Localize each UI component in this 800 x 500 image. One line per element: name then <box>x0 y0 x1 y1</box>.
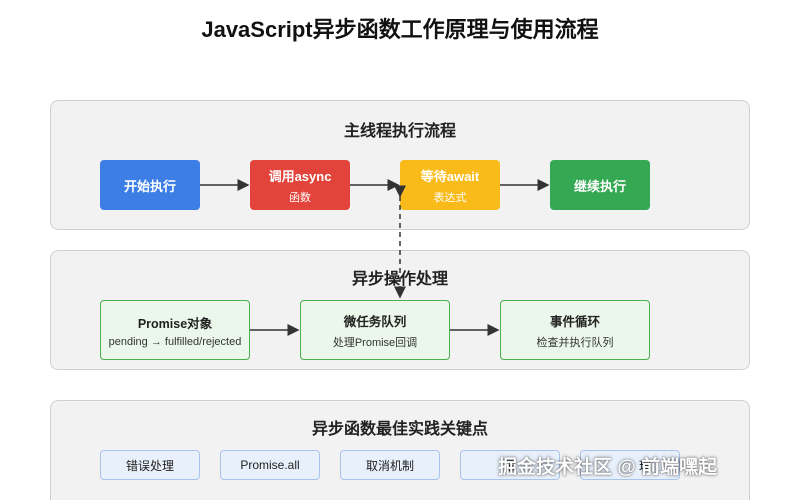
promise-object-sub: pending → fulfilled/rejected <box>108 335 242 348</box>
best-practices-title: 异步函数最佳实践关键点 <box>311 421 488 438</box>
step-start-label: 开始执行 <box>123 178 176 194</box>
watermark: 掘金技术社区 @ 前端嘿起 <box>498 457 718 478</box>
promise-object-box: Promise对象 pending → fulfilled/rejected <box>100 300 250 360</box>
step-call-async-sub: 函数 <box>289 191 311 204</box>
promise-object-label: Promise对象 <box>137 316 213 331</box>
step-continue: 继续执行 <box>550 160 650 210</box>
event-loop-box: 事件循环 检查并执行队列 <box>500 300 650 360</box>
practice-promise-all: Promise.all <box>220 450 320 480</box>
step-await-sub: 表达式 <box>433 191 467 204</box>
practice-cancel: 取消机制 <box>340 450 440 480</box>
microtask-queue-label: 微任务队列 <box>343 314 407 329</box>
practice-manage: 理 <box>580 450 680 480</box>
step-await-label: 等待await <box>420 168 480 184</box>
practice-limit: 限 <box>460 450 560 480</box>
microtask-queue-box: 微任务队列 处理Promise回调 <box>300 300 450 360</box>
main-thread-title: 主线程执行流程 <box>343 123 456 140</box>
step-start: 开始执行 <box>100 160 200 210</box>
step-continue-label: 继续执行 <box>573 178 626 194</box>
step-await: 等待await 表达式 <box>400 160 500 210</box>
step-call-async-label: 调用async <box>268 168 332 184</box>
event-loop-sub: 检查并执行队列 <box>536 336 614 349</box>
practice-error-handling: 错误处理 <box>100 450 200 480</box>
step-call-async: 调用async 函数 <box>250 160 350 210</box>
microtask-queue-sub: 处理Promise回调 <box>332 336 418 349</box>
event-loop-label: 事件循环 <box>549 314 600 329</box>
page-title: JavaScript异步函数工作原理与使用流程 <box>201 17 599 42</box>
